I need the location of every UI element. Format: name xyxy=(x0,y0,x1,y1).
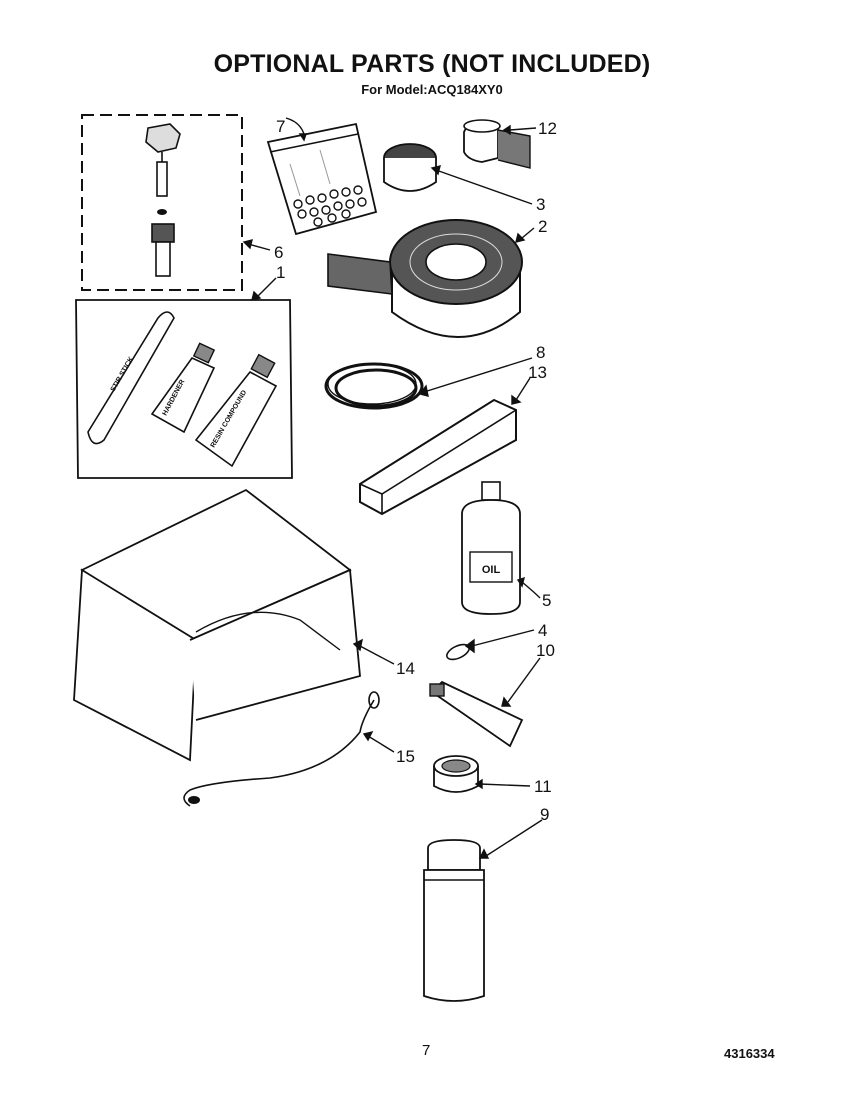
callout-15: 15 xyxy=(396,747,415,766)
sealant-tube-part xyxy=(429,680,524,748)
callout-3: 3 xyxy=(536,195,545,214)
foam-block-part xyxy=(359,398,517,516)
kit-box-1: STIR STICK HARDENER RESIN COMPOUND xyxy=(75,299,293,479)
oil-bottle-part: OIL xyxy=(461,481,521,615)
callout-7: 7 xyxy=(276,117,285,136)
model-prefix: For Model: xyxy=(361,82,428,97)
small-can-part xyxy=(433,755,479,793)
callout-2: 2 xyxy=(538,217,547,236)
drain-cord-part xyxy=(183,691,380,807)
callout-1: 1 xyxy=(276,263,285,282)
callout-14: 14 xyxy=(396,659,415,678)
callout-13: 13 xyxy=(528,363,547,382)
callout-11: 11 xyxy=(534,777,552,796)
callout-8: 8 xyxy=(536,343,545,362)
page-number: 7 xyxy=(422,1042,431,1059)
callout-5: 5 xyxy=(542,591,551,610)
unit-cover-part xyxy=(73,488,361,762)
resin-tube-part: RESIN COMPOUND xyxy=(194,353,278,468)
model-subtitle: For Model: ACQ184XY0 xyxy=(0,82,864,97)
kit-box-6 xyxy=(81,114,243,291)
callout-12: 12 xyxy=(538,119,557,138)
tubing-coil-part xyxy=(324,362,424,410)
document-number: 4316334 xyxy=(724,1046,775,1061)
model-number: ACQ184XY0 xyxy=(427,82,503,97)
stir-stick-part: STIR STICK xyxy=(87,311,175,445)
callout-4: 4 xyxy=(538,621,547,640)
large-tape-roll-part xyxy=(327,219,523,338)
callout-6: 6 xyxy=(274,243,283,262)
foam-roll-part xyxy=(383,143,437,192)
hardener-tube-part: HARDENER xyxy=(150,342,216,434)
callout-numbers: 7 12 3 2 6 1 8 13 5 4 10 14 15 11 9 xyxy=(274,117,557,824)
aerosol-can-part xyxy=(423,839,485,1002)
oil-bottle-label: OIL xyxy=(482,564,501,576)
valve-fitting-part xyxy=(145,123,181,277)
small-tape-roll-part xyxy=(463,119,531,169)
page-title: OPTIONAL PARTS (NOT INCLUDED) xyxy=(213,50,651,78)
callout-9: 9 xyxy=(540,805,549,824)
o-ring-bag-part xyxy=(266,122,378,236)
callout-10: 10 xyxy=(536,641,555,660)
leader-lines xyxy=(242,117,543,859)
